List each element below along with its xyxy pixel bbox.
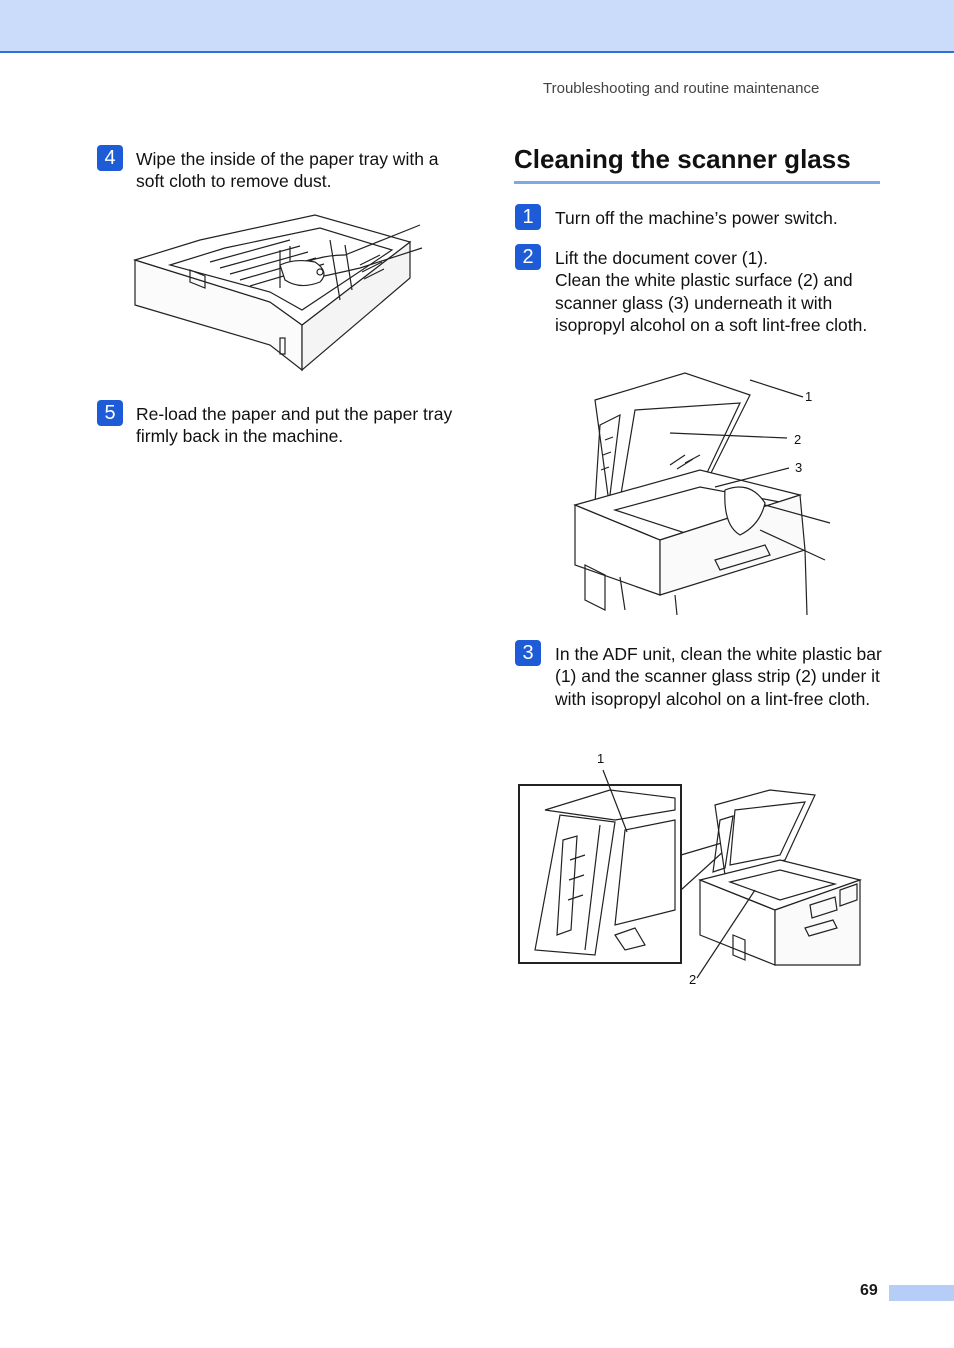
step-2-line-2: Clean the white plastic surface (2) and …: [555, 270, 868, 335]
step-1-badge: 1: [515, 204, 541, 230]
running-header: Troubleshooting and routine maintenance: [543, 80, 820, 97]
adf-callout-1: 1: [597, 751, 604, 766]
scanner-glass-figure: 1 2 3: [565, 365, 835, 617]
step-3-text: In the ADF unit, clean the white plastic…: [555, 644, 882, 709]
step-4-text: Wipe the inside of the paper tray with a…: [136, 149, 439, 192]
step-3-badge: 3: [515, 640, 541, 666]
callout-3: 3: [795, 460, 802, 475]
step-5-badge: 5: [97, 400, 123, 426]
section-title: Cleaning the scanner glass: [514, 144, 851, 174]
page-number: 69: [860, 1282, 878, 1299]
section-title-rule: [514, 181, 880, 184]
step-5-text: Re-load the paper and put the paper tray…: [136, 404, 453, 447]
step-2-text: Lift the document cover (1). Clean the w…: [555, 247, 885, 336]
step-2-badge: 2: [515, 244, 541, 270]
footer-color-band: [889, 1285, 954, 1301]
paper-tray-figure: [130, 210, 425, 375]
callout-2: 2: [794, 432, 801, 447]
top-color-band: [0, 0, 954, 53]
callout-1: 1: [805, 389, 812, 404]
step-1-text: Turn off the machine’s power switch.: [555, 208, 838, 228]
step-4-badge: 4: [97, 145, 123, 171]
adf-callout-2: 2: [689, 972, 696, 987]
step-2-line-1: Lift the document cover (1).: [555, 248, 769, 268]
adf-unit-figure: 1 2: [515, 750, 865, 995]
